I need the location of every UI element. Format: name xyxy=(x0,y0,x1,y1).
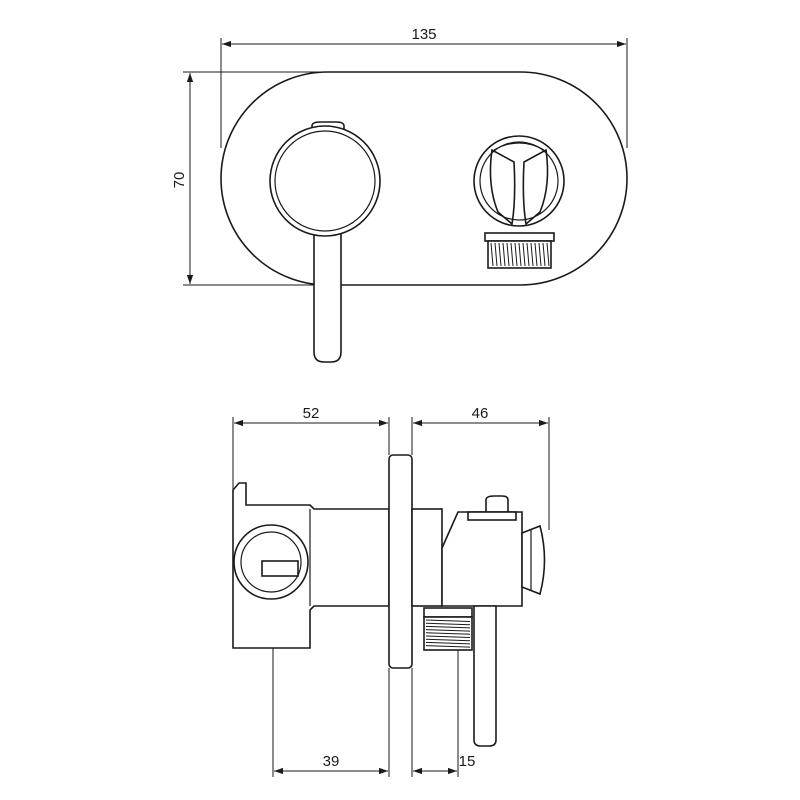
thread-line xyxy=(494,242,498,267)
handle-collar xyxy=(467,511,517,521)
thread-line xyxy=(502,242,506,267)
knob-end xyxy=(521,524,546,596)
width-dimension-label: 135 xyxy=(411,26,436,43)
projection-dimension: 46 xyxy=(413,405,548,427)
thread-line xyxy=(425,641,471,645)
thread-line xyxy=(425,645,471,648)
front-threaded-connector xyxy=(484,232,555,269)
thread-line xyxy=(498,242,502,267)
outlet-offset-dimension-label: 15 xyxy=(459,753,476,770)
thread-line xyxy=(490,242,494,267)
outlet-offset-dimension: 15 xyxy=(413,753,476,775)
thread-line xyxy=(510,242,514,267)
depth-dimension: 52 xyxy=(234,405,388,427)
projection-dimension-label: 46 xyxy=(472,405,489,422)
thread-line xyxy=(425,632,471,635)
thread-line xyxy=(514,242,518,267)
rough-depth-dimension-label: 39 xyxy=(323,753,340,770)
height-dimension-label: 70 xyxy=(171,172,188,189)
inlet-port xyxy=(233,524,309,600)
handle-top-stud xyxy=(485,495,509,513)
front-view: 135 70 xyxy=(171,26,628,363)
cover-plate-side xyxy=(388,454,413,669)
side-threaded-connector xyxy=(423,607,473,651)
control-knob xyxy=(269,125,381,237)
thread-line xyxy=(506,242,510,267)
thread-line xyxy=(518,242,522,267)
thread-line xyxy=(546,242,550,267)
thread-line xyxy=(425,619,471,622)
handle-lever-side xyxy=(473,605,497,747)
thread-line xyxy=(538,242,542,267)
thread-line xyxy=(542,242,546,267)
spindle-sleeve xyxy=(411,508,443,607)
side-view: 52 46 39 15 xyxy=(232,405,550,777)
thread-line xyxy=(530,242,534,267)
thread-line xyxy=(534,242,538,267)
thread-line xyxy=(425,622,471,626)
rough-depth-dimension: 39 xyxy=(274,753,388,775)
control-knob-inner xyxy=(274,130,376,232)
handle-body xyxy=(441,511,523,607)
thread-line xyxy=(425,635,471,638)
handle-lever xyxy=(313,199,342,363)
wall-outlet xyxy=(473,135,565,227)
side-extension-lines xyxy=(232,417,550,777)
thread-line xyxy=(522,242,526,267)
thread-line xyxy=(526,242,530,267)
height-dimension: 70 xyxy=(171,73,194,284)
thread-line xyxy=(425,629,471,632)
depth-dimension-label: 52 xyxy=(303,405,320,422)
thread-line xyxy=(425,638,471,642)
width-dimension: 135 xyxy=(222,26,626,48)
thread-line xyxy=(425,625,471,629)
